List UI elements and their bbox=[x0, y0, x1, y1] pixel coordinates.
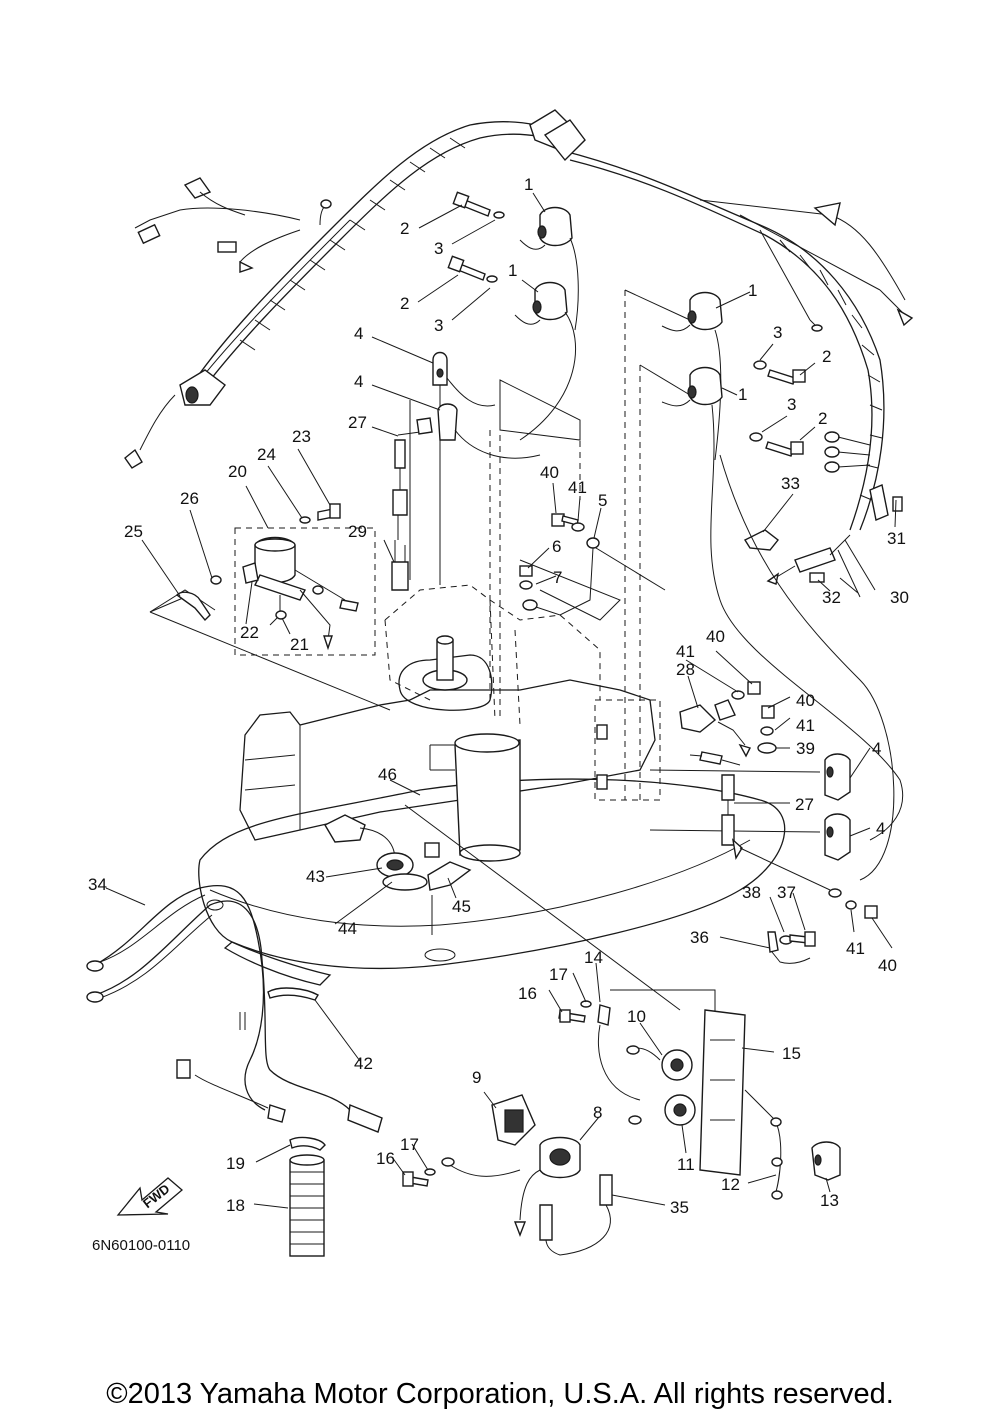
callout-41: 41 bbox=[846, 939, 865, 958]
callout-38: 38 bbox=[742, 883, 761, 902]
callout-27: 27 bbox=[795, 795, 814, 814]
callout-labels: 1 1 1 1 2 2 2 2 3 3 3 3 4 4 4 4 5 6 7 8 … bbox=[88, 175, 909, 1217]
callout-41: 41 bbox=[676, 642, 695, 661]
callout-9: 9 bbox=[472, 1068, 481, 1087]
callout-40: 40 bbox=[540, 463, 559, 482]
exploded-parts-diagram: FWD 6N60100-0110 1 1 1 1 2 2 2 2 3 3 3 3… bbox=[86, 109, 914, 1257]
lower-left-parts bbox=[86, 884, 383, 1257]
callout-20: 20 bbox=[228, 462, 247, 481]
callout-33: 33 bbox=[781, 474, 800, 493]
callout-31: 31 bbox=[887, 529, 906, 548]
fwd-label: FWD bbox=[140, 1181, 173, 1211]
callout-36: 36 bbox=[690, 928, 709, 947]
callout-13: 13 bbox=[820, 1191, 839, 1210]
drawing-number: 6N60100-0110 bbox=[92, 1237, 190, 1254]
center-small-parts bbox=[519, 513, 878, 964]
callout-28: 28 bbox=[676, 660, 695, 679]
callout-3: 3 bbox=[787, 395, 796, 414]
callout-26: 26 bbox=[180, 489, 199, 508]
hardware-fasteners bbox=[432, 191, 806, 459]
callout-39: 39 bbox=[796, 739, 815, 758]
callout-23: 23 bbox=[292, 427, 311, 446]
callout-7: 7 bbox=[553, 568, 562, 587]
ignition-coils bbox=[514, 206, 904, 881]
callout-15: 15 bbox=[782, 1044, 801, 1063]
callout-41: 41 bbox=[568, 478, 587, 497]
callout-40: 40 bbox=[878, 956, 897, 975]
leader-lines bbox=[105, 192, 897, 1209]
callout-10: 10 bbox=[627, 1007, 646, 1026]
callout-22: 22 bbox=[240, 623, 259, 642]
callout-30: 30 bbox=[890, 588, 909, 607]
callout-2: 2 bbox=[818, 409, 827, 428]
callout-17: 17 bbox=[549, 965, 568, 984]
callout-40: 40 bbox=[796, 691, 815, 710]
callout-14: 14 bbox=[584, 948, 603, 967]
callout-32: 32 bbox=[822, 588, 841, 607]
callout-2: 2 bbox=[822, 347, 831, 366]
callout-12: 12 bbox=[721, 1175, 740, 1194]
ignition-coil bbox=[514, 281, 576, 441]
callout-4: 4 bbox=[354, 372, 363, 391]
callout-43: 43 bbox=[306, 867, 325, 886]
copyright-notice: ©2013 Yamaha Motor Corporation, U.S.A. A… bbox=[106, 1378, 894, 1410]
callout-41: 41 bbox=[796, 716, 815, 735]
wire-harness-drawing bbox=[124, 109, 914, 585]
callout-2: 2 bbox=[400, 219, 409, 238]
callout-40: 40 bbox=[706, 627, 725, 646]
callout-21: 21 bbox=[290, 635, 309, 654]
callout-1: 1 bbox=[748, 281, 757, 300]
callout-11: 11 bbox=[677, 1155, 695, 1174]
left-parts-group bbox=[149, 417, 433, 656]
fwd-arrow: FWD bbox=[116, 1177, 184, 1216]
lower-center-parts bbox=[324, 804, 681, 1011]
callout-46: 46 bbox=[378, 765, 397, 784]
callout-8: 8 bbox=[593, 1103, 602, 1122]
callout-4: 4 bbox=[354, 324, 363, 343]
callout-6: 6 bbox=[552, 537, 561, 556]
callout-16: 16 bbox=[376, 1149, 395, 1168]
ignition-coil bbox=[661, 366, 904, 881]
callout-19: 19 bbox=[226, 1154, 245, 1173]
callout-44: 44 bbox=[338, 919, 357, 938]
callout-3: 3 bbox=[773, 323, 782, 342]
callout-17: 17 bbox=[400, 1135, 419, 1154]
lower-right-parts bbox=[402, 989, 841, 1256]
callout-42: 42 bbox=[354, 1054, 373, 1073]
callout-3: 3 bbox=[434, 316, 443, 335]
callout-4: 4 bbox=[876, 819, 885, 838]
callout-5: 5 bbox=[598, 491, 607, 510]
callout-25: 25 bbox=[124, 522, 143, 541]
callout-2: 2 bbox=[400, 294, 409, 313]
callout-18: 18 bbox=[226, 1196, 245, 1215]
engine-block-drawing bbox=[149, 289, 786, 986]
callout-37: 37 bbox=[777, 883, 796, 902]
callout-45: 45 bbox=[452, 897, 471, 916]
callout-1: 1 bbox=[738, 385, 747, 404]
callout-34: 34 bbox=[88, 875, 107, 894]
callout-24: 24 bbox=[257, 445, 276, 464]
ignition-coil bbox=[519, 206, 579, 331]
callout-35: 35 bbox=[670, 1198, 689, 1217]
callout-1: 1 bbox=[524, 175, 533, 194]
callout-16: 16 bbox=[518, 984, 537, 1003]
callout-1: 1 bbox=[508, 261, 517, 280]
callout-4: 4 bbox=[872, 739, 881, 758]
callout-27: 27 bbox=[348, 413, 367, 432]
callout-29: 29 bbox=[348, 522, 367, 541]
callout-3: 3 bbox=[434, 239, 443, 258]
